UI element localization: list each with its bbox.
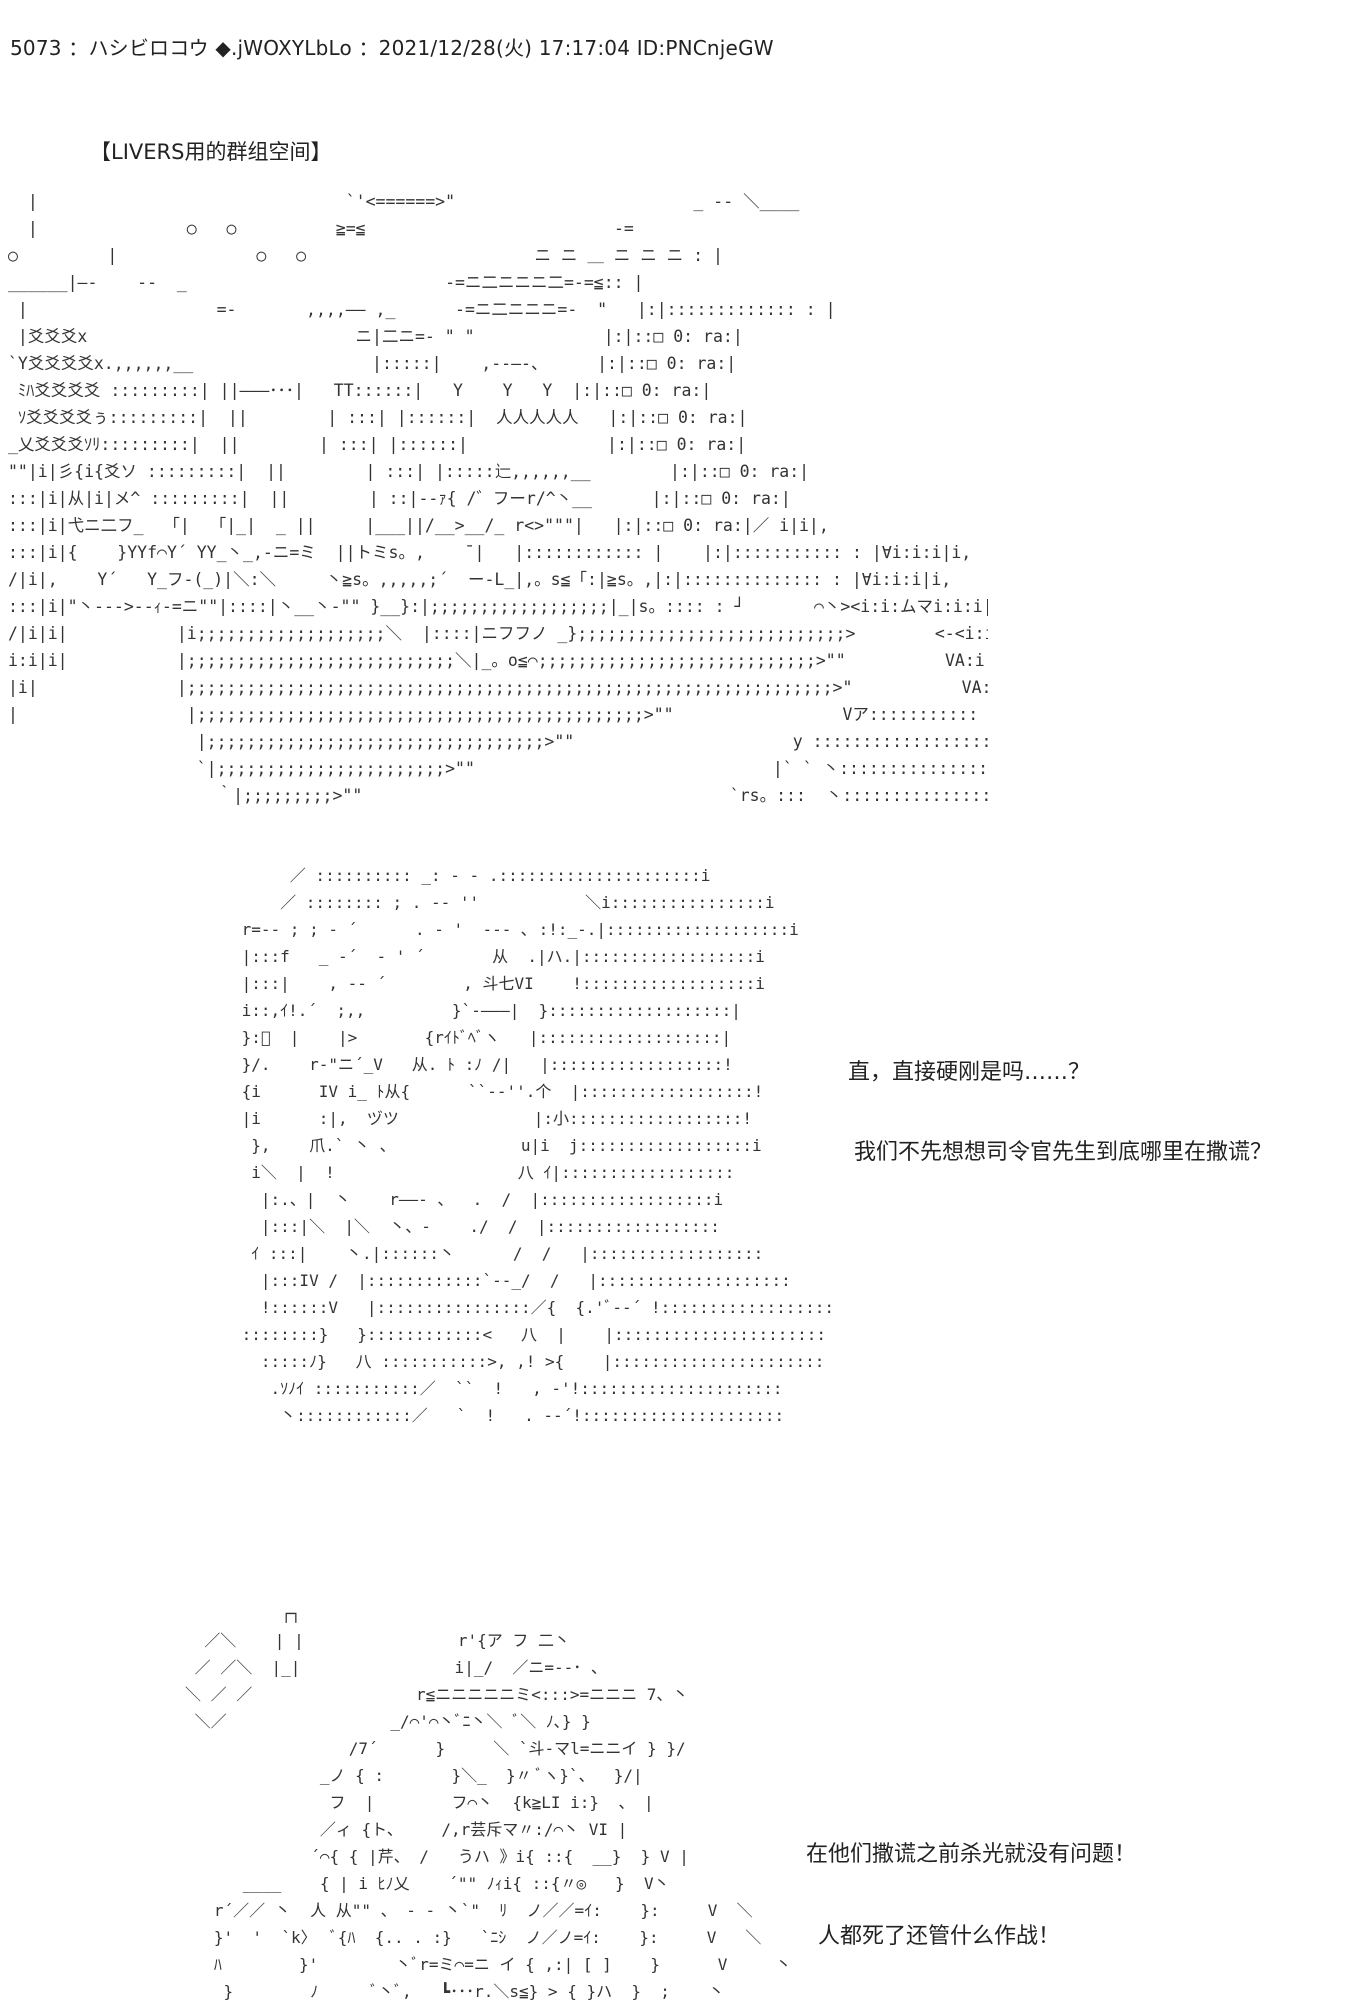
ascii-art-figure: ┌┐ ／＼ | | r'{ア フ 二丶 ／ ／＼ |_| i|_/ ／ニ=--･… (185, 1604, 792, 2000)
ascii-art-face: ／ :::::::::: _: - ‐ .:::::::::::::::::::… (241, 866, 832, 1425)
ascii-art-scene: | `'<======>" _ -‐ ＼____ | ○ ○ ≧=≦ -= ○ … (8, 192, 988, 805)
dialogue-line-1: 直，直接硬刚是吗……？ (848, 1060, 1091, 1085)
dialogue-line-3: 在他们撒谎之前杀光就没有问题！ (806, 1842, 1137, 1867)
post-header: 5073 ：ハシビロコウ ◆.jWOXYLbLo ：2021/12/28(火) … (10, 36, 774, 60)
dialogue-line-2: 我们不先想想司令官先生到底哪里在撒谎？ (854, 1140, 1273, 1165)
dialogue-line-4: 人都死了还管什么作战！ (818, 1924, 1061, 1949)
section-title: 【LIVERS用的群组空间】 (90, 140, 332, 164)
